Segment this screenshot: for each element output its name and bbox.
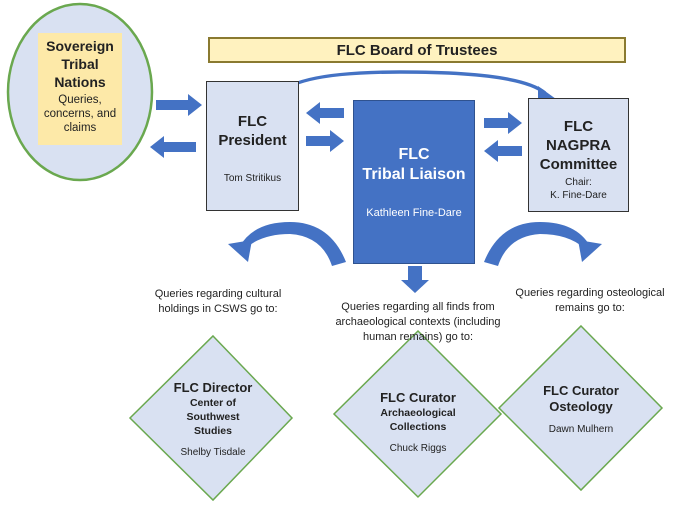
director-sub-line: Southwest xyxy=(186,411,240,423)
query-left-line: Queries regarding cultural xyxy=(154,288,282,300)
president-title-line: President xyxy=(218,132,287,149)
nagpra-title-line: NAGPRA xyxy=(545,137,611,154)
president-title: FLC President xyxy=(218,112,286,150)
nations-title: Sovereign Tribal Nations xyxy=(46,37,114,91)
query-middle-line: human remains) go to: xyxy=(362,331,474,343)
curator-arch-name: Chuck Riggs xyxy=(389,443,447,454)
nations-subtitle-line: claims xyxy=(63,122,97,134)
curator-osteo-name: Dawn Mulhern xyxy=(548,424,614,435)
nations-subtitle: Queries, concerns, and claims xyxy=(44,93,116,135)
query-left: Queries regarding cultural holdings in C… xyxy=(138,287,298,317)
arrow-liaison-to-nagpra xyxy=(484,112,522,134)
diamond-curator-osteo xyxy=(497,324,664,492)
arrow-president-to-nagpra xyxy=(274,70,547,99)
curator-arch-sub-line: Collections xyxy=(389,421,447,433)
query-middle: Queries regarding all finds from archaeo… xyxy=(326,300,510,345)
director-name: Shelby Tisdale xyxy=(180,447,246,458)
nations-box: Sovereign Tribal Nations Queries, concer… xyxy=(38,33,122,145)
diamond-curator-arch xyxy=(332,329,503,499)
curator-osteo-text: FLC Curator Osteology Dawn Mulhern xyxy=(531,383,631,436)
query-middle-line: Queries regarding all finds from xyxy=(341,301,495,313)
liaison-name: Kathleen Fine-Dare xyxy=(366,207,462,219)
arrow-president-to-liaison xyxy=(306,130,344,152)
arrow-head-right xyxy=(578,240,602,262)
query-middle-line: archaeological contexts (including xyxy=(335,316,501,328)
arrow-liaison-down xyxy=(401,266,429,293)
curator-osteo-sub: Osteology xyxy=(549,399,613,414)
president-box: FLC President Tom Stritikus xyxy=(206,81,299,211)
nagpra-chair-label: Chair: xyxy=(565,177,592,188)
nagpra-title-line: FLC xyxy=(563,118,594,135)
president-title-line: FLC xyxy=(237,113,268,130)
board-of-trustees-box: FLC Board of Trustees xyxy=(208,37,626,63)
liaison-title-line: Tribal Liaison xyxy=(362,166,466,183)
arrow-liaison-to-right xyxy=(484,222,590,266)
nations-title-line: Sovereign xyxy=(46,38,114,54)
curator-osteo-title: FLC Curator xyxy=(543,383,619,398)
arrow-head-left xyxy=(228,240,252,262)
liaison-title: FLC Tribal Liaison xyxy=(362,145,465,185)
query-left-line: holdings in CSWS go to: xyxy=(158,303,278,315)
director-title: FLC Director xyxy=(173,380,253,395)
liaison-box: FLC Tribal Liaison Kathleen Fine-Dare xyxy=(353,100,475,264)
query-right: Queries regarding osteological remains g… xyxy=(510,286,670,316)
curator-arch-text: FLC Curator Archaeological Collections C… xyxy=(366,390,470,455)
query-right-line: Queries regarding osteological xyxy=(515,287,665,299)
nagpra-title-line: Committee xyxy=(539,156,618,173)
diamond-director xyxy=(128,334,294,502)
nagpra-title: FLC NAGPRA Committee xyxy=(540,117,618,174)
nations-subtitle-line: Queries, xyxy=(58,94,102,106)
nagpra-chair-name: K. Fine-Dare xyxy=(550,190,607,201)
nations-subtitle-line: concerns, and xyxy=(43,108,117,120)
director-text: FLC Director Center of Southwest Studies… xyxy=(163,380,263,459)
nagpra-box: FLC NAGPRA Committee Chair: K. Fine-Dare xyxy=(528,98,629,212)
query-right-line: remains go to: xyxy=(555,302,625,314)
arrow-liaison-to-president xyxy=(306,102,344,124)
nations-title-line: Tribal xyxy=(61,56,99,72)
arrow-to-nations xyxy=(150,136,196,158)
director-sub-line: Center of xyxy=(189,397,237,409)
curator-arch-title: FLC Curator xyxy=(380,390,456,405)
arrow-liaison-to-left xyxy=(240,222,346,266)
nations-title-line: Nations xyxy=(54,74,106,90)
curator-arch-sub-line: Archaeological xyxy=(380,407,456,419)
arrow-nagpra-to-liaison xyxy=(484,140,522,162)
arrow-to-president xyxy=(156,94,202,116)
arrow-head-nagpra xyxy=(538,86,556,101)
board-title: FLC Board of Trustees xyxy=(336,41,498,59)
president-name: Tom Stritikus xyxy=(223,173,282,184)
liaison-title-line: FLC xyxy=(398,146,430,163)
director-sub-line: Studies xyxy=(194,425,232,437)
